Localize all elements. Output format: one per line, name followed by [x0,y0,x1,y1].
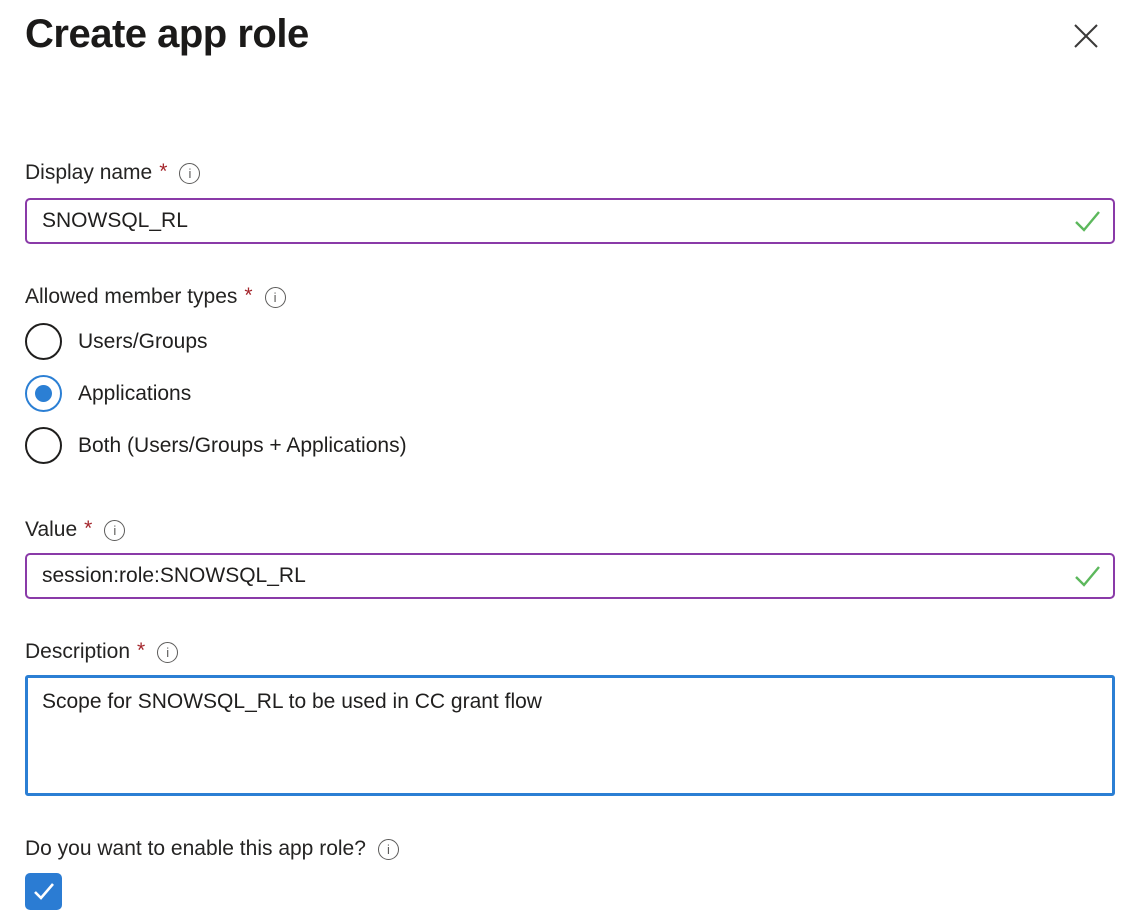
display-name-input-row [25,198,1115,244]
display-name-label-row: Display name * i [25,160,1115,186]
enable-app-role-label: Do you want to enable this app role? [25,837,366,860]
info-icon[interactable]: i [377,838,399,860]
radio-icon [25,323,62,360]
radio-users-groups[interactable]: Users/Groups [25,323,1115,360]
display-name-label: Display name [25,161,153,184]
allowed-member-types-label-row: Allowed member types * i [25,284,1115,310]
description-label: Description [25,640,131,663]
close-button[interactable] [1068,18,1104,54]
display-name-field: Display name * i [25,160,1115,244]
radio-dot [35,385,52,402]
radio-applications[interactable]: Applications [25,375,1115,412]
value-input-row [25,553,1115,599]
enable-app-role-checkbox[interactable] [25,873,62,910]
radio-label: Users/Groups [78,329,208,353]
info-icon[interactable]: i [179,162,201,184]
required-asterisk: * [244,284,253,307]
description-textarea[interactable]: Scope for SNOWSQL_RL to be used in CC gr… [25,675,1115,796]
display-name-input[interactable] [25,198,1115,244]
required-asterisk: * [84,517,93,540]
allowed-member-types-label: Allowed member types [25,285,238,308]
enable-app-role-field: Do you want to enable this app role? i [25,836,1115,910]
valid-check-icon [1072,564,1102,588]
info-icon[interactable]: i [264,286,286,308]
value-input[interactable] [25,553,1115,599]
info-icon[interactable]: i [157,641,179,663]
description-label-row: Description * i [25,639,1115,665]
value-field: Value * i [25,517,1115,599]
radio-label: Applications [78,381,192,405]
info-icon[interactable]: i [104,519,126,541]
value-label-row: Value * i [25,517,1115,543]
close-icon [1071,21,1101,51]
radio-label: Both (Users/Groups + Applications) [78,433,407,457]
valid-check-icon [1072,209,1102,233]
allowed-member-types-field: Allowed member types * i Users/Groups Ap… [25,284,1115,464]
page-title: Create app role [25,12,309,56]
radio-both[interactable]: Both (Users/Groups + Applications) [25,427,1115,464]
description-field: Description * i Scope for SNOWSQL_RL to … [25,639,1115,796]
checkbox-check-icon [32,882,56,901]
radio-selected-icon [25,375,62,412]
required-asterisk: * [137,639,146,662]
required-asterisk: * [159,160,168,183]
enable-app-role-label-row: Do you want to enable this app role? i [25,836,1115,862]
value-label: Value [25,518,78,541]
radio-icon [25,427,62,464]
